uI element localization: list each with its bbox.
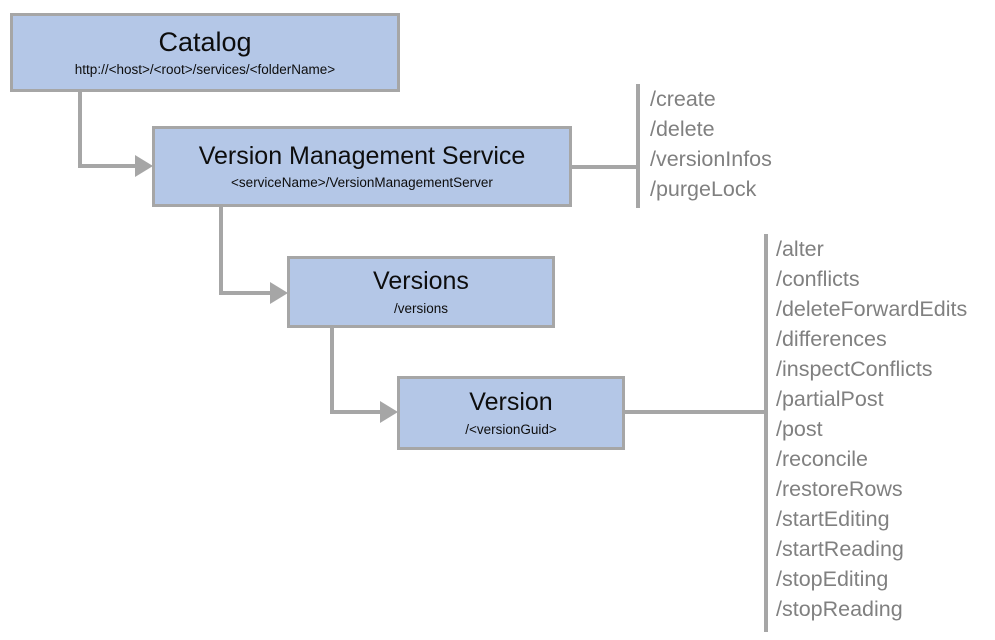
arrowhead-service-to-versions <box>270 282 288 304</box>
node-versions-subtitle: /versions <box>393 300 449 316</box>
operation-item: /restoreRows <box>776 477 903 501</box>
operation-item: /differences <box>776 327 887 351</box>
operations-bracket-version <box>764 234 768 632</box>
operation-item: /versionInfos <box>650 147 772 171</box>
node-version-management-service[interactable]: Version Management Service <serviceName>… <box>152 126 572 207</box>
node-version-management-service-title: Version Management Service <box>198 141 526 170</box>
operation-item: /delete <box>650 117 715 141</box>
connector-catalog-to-service-horizontal <box>78 164 140 168</box>
operation-item: /inspectConflicts <box>776 357 933 381</box>
node-version-subtitle: /<versionGuid> <box>465 421 557 437</box>
operation-item: /alter <box>776 237 824 261</box>
connector-service-to-operations <box>570 165 640 169</box>
operation-item: /reconcile <box>776 447 869 471</box>
operation-item: /stopReading <box>776 597 903 621</box>
arrowhead-versions-to-version <box>380 401 398 423</box>
connector-service-to-versions-vertical <box>219 205 223 293</box>
operation-item: /conflicts <box>776 267 860 291</box>
connector-versions-to-version-horizontal <box>330 410 386 414</box>
node-version-management-service-subtitle: <serviceName>/VersionManagementServer <box>231 175 493 191</box>
node-versions[interactable]: Versions /versions <box>287 256 555 328</box>
operation-item: /stopEditing <box>776 567 889 591</box>
operation-item: /purgeLock <box>650 177 757 201</box>
operations-bracket-service <box>636 84 640 208</box>
operation-item: /post <box>776 417 823 441</box>
node-catalog[interactable]: Catalog http://<host>/<root>/services/<f… <box>10 13 400 92</box>
connector-versions-to-version-vertical <box>330 326 334 412</box>
operation-list-service: /create/delete/versionInfos/purgeLock <box>650 84 772 204</box>
operation-item: /startReading <box>776 537 904 561</box>
node-catalog-subtitle: http://<host>/<root>/services/<folderNam… <box>74 62 336 78</box>
operation-item: /create <box>650 87 716 111</box>
node-versions-title: Versions <box>373 267 469 296</box>
operation-item: /startEditing <box>776 507 890 531</box>
node-catalog-title: Catalog <box>158 26 252 57</box>
arrowhead-catalog-to-service <box>135 155 153 177</box>
connector-version-to-operations <box>623 410 768 414</box>
operation-item: /deleteForwardEdits <box>776 297 968 321</box>
node-version[interactable]: Version /<versionGuid> <box>397 376 625 450</box>
node-version-title: Version <box>469 388 553 417</box>
operation-list-version: /alter/conflicts/deleteForwardEdits/diff… <box>776 234 967 624</box>
operation-item: /partialPost <box>776 387 884 411</box>
connector-catalog-to-service-vertical <box>78 90 82 166</box>
connector-service-to-versions-horizontal <box>219 291 276 295</box>
